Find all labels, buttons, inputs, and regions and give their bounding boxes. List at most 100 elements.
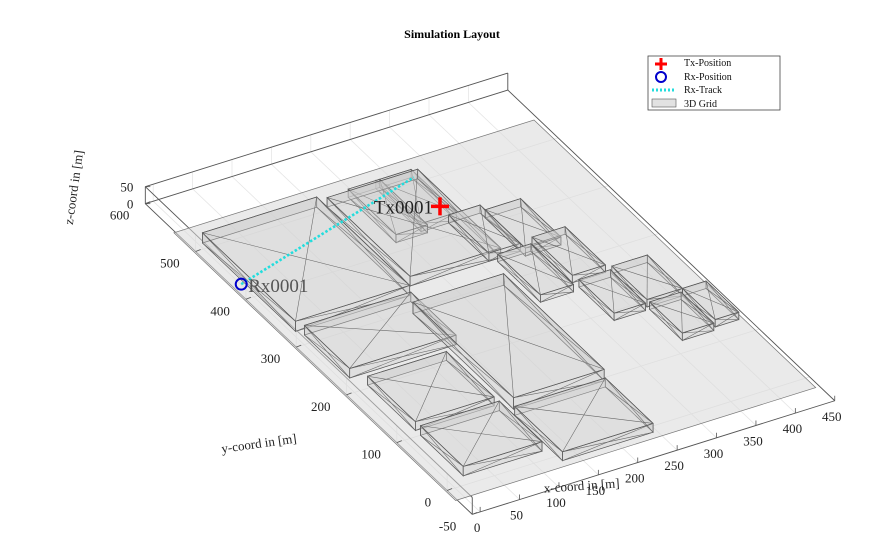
building-diagonal bbox=[349, 344, 457, 369]
building-diagonal bbox=[649, 309, 683, 334]
ground-plane bbox=[173, 119, 817, 501]
building-diagonal bbox=[420, 435, 464, 467]
y-tick-label: 100 bbox=[361, 447, 381, 462]
building-diagonal bbox=[417, 178, 501, 249]
building bbox=[514, 377, 654, 462]
rx-position-marker bbox=[234, 277, 248, 291]
x-tick-label: 200 bbox=[625, 471, 645, 486]
building-diagonal bbox=[202, 242, 296, 322]
building-diagonal bbox=[412, 301, 605, 370]
building bbox=[412, 272, 605, 411]
legend-tx-marker bbox=[655, 58, 667, 70]
legend-entry-track: Rx-Track bbox=[684, 85, 722, 96]
axis-box-edge bbox=[472, 400, 835, 515]
building-diagonal bbox=[611, 265, 683, 289]
building-diagonal bbox=[304, 334, 350, 369]
building-diagonal bbox=[564, 233, 606, 266]
y-tick-mark bbox=[245, 296, 252, 300]
building-diagonal bbox=[485, 217, 526, 249]
legend: Tx-Position Rx-Position Rx-Track 3D Grid bbox=[647, 55, 781, 111]
building bbox=[447, 204, 522, 263]
building-diagonal bbox=[410, 257, 501, 277]
building-diagonal bbox=[499, 410, 543, 442]
building bbox=[648, 291, 715, 342]
building-diagonal bbox=[705, 288, 740, 313]
building bbox=[201, 196, 411, 333]
building-diagonal bbox=[497, 261, 541, 296]
building-diagonal bbox=[304, 325, 457, 336]
y-tick-mark bbox=[472, 511, 478, 515]
tx-position-marker bbox=[430, 197, 449, 216]
building-diagonal bbox=[578, 286, 615, 314]
building-diagonal bbox=[647, 262, 683, 289]
building-diagonal bbox=[647, 295, 683, 300]
building-diagonal bbox=[295, 295, 410, 322]
building bbox=[419, 400, 543, 477]
rx-track-series bbox=[240, 176, 415, 286]
building-diagonal bbox=[578, 279, 646, 304]
z-tick-label: 0 bbox=[127, 197, 134, 212]
y-tick-mark bbox=[296, 344, 302, 348]
y-axis-label: y-coord in [m] bbox=[220, 431, 297, 456]
x-tick-label: 350 bbox=[743, 433, 763, 448]
x-tick-label: 250 bbox=[664, 458, 684, 473]
building-diagonal bbox=[682, 330, 714, 334]
building bbox=[578, 268, 647, 322]
building-diagonal bbox=[680, 299, 714, 324]
building-diagonal bbox=[513, 380, 605, 398]
x-axis-label: x-coord in [m] bbox=[543, 475, 620, 495]
x-tick-label: 0 bbox=[474, 520, 481, 535]
markers bbox=[234, 197, 449, 291]
building-diagonal bbox=[326, 206, 411, 277]
y-tick-mark bbox=[346, 392, 352, 396]
building-diagonal bbox=[610, 276, 646, 304]
building-diagonal bbox=[367, 375, 495, 398]
building-diagonal bbox=[614, 310, 646, 314]
tx-annotation: Tx0001 bbox=[374, 197, 433, 218]
building-diagonal bbox=[367, 384, 416, 422]
y-tick-label: 300 bbox=[261, 351, 281, 366]
building-diagonal bbox=[530, 251, 574, 285]
building-diagonal bbox=[503, 285, 605, 370]
building-diagonal bbox=[326, 197, 501, 249]
building bbox=[681, 280, 740, 328]
building-diagonal bbox=[395, 232, 428, 235]
building-diagonal bbox=[412, 313, 514, 398]
building bbox=[497, 242, 575, 304]
tick-labels: 050100150200250300350400450-500100200300… bbox=[110, 180, 842, 535]
x-tick-label: 150 bbox=[586, 483, 606, 498]
building-diagonal bbox=[202, 232, 410, 286]
building bbox=[611, 254, 684, 308]
building-diagonal bbox=[375, 188, 422, 224]
building bbox=[531, 225, 607, 284]
building-diagonal bbox=[420, 425, 543, 442]
x-tick-label: 450 bbox=[822, 409, 842, 424]
building bbox=[366, 350, 495, 432]
buildings bbox=[201, 168, 740, 477]
z-axis-label: z-coord in [m] bbox=[61, 149, 86, 225]
building-diagonal bbox=[463, 450, 543, 467]
y-tick-label: 200 bbox=[311, 399, 331, 414]
x-tick-label: 50 bbox=[510, 508, 523, 523]
building-diagonal bbox=[448, 214, 521, 244]
y-tick-label: 400 bbox=[210, 303, 230, 318]
y-tick-label: -50 bbox=[439, 518, 456, 533]
legend-rx-marker bbox=[655, 71, 667, 83]
rx-track-line bbox=[240, 176, 415, 286]
building-diagonal bbox=[540, 291, 574, 296]
building-diagonal bbox=[448, 222, 490, 254]
x-tick-label: 100 bbox=[546, 495, 566, 510]
building-diagonal bbox=[485, 209, 561, 238]
axis-box-edge bbox=[507, 89, 836, 402]
building-diagonal bbox=[520, 206, 562, 238]
y-tick-mark bbox=[446, 488, 453, 491]
legend-entry-grid: 3D Grid bbox=[684, 99, 717, 110]
y-tick-label: 0 bbox=[425, 494, 432, 509]
building-diagonal bbox=[531, 236, 606, 266]
building-diagonal bbox=[605, 386, 654, 424]
building-diagonal bbox=[479, 212, 521, 244]
building bbox=[326, 168, 502, 287]
building-diagonal bbox=[531, 244, 573, 276]
building-diagonal bbox=[415, 405, 495, 422]
